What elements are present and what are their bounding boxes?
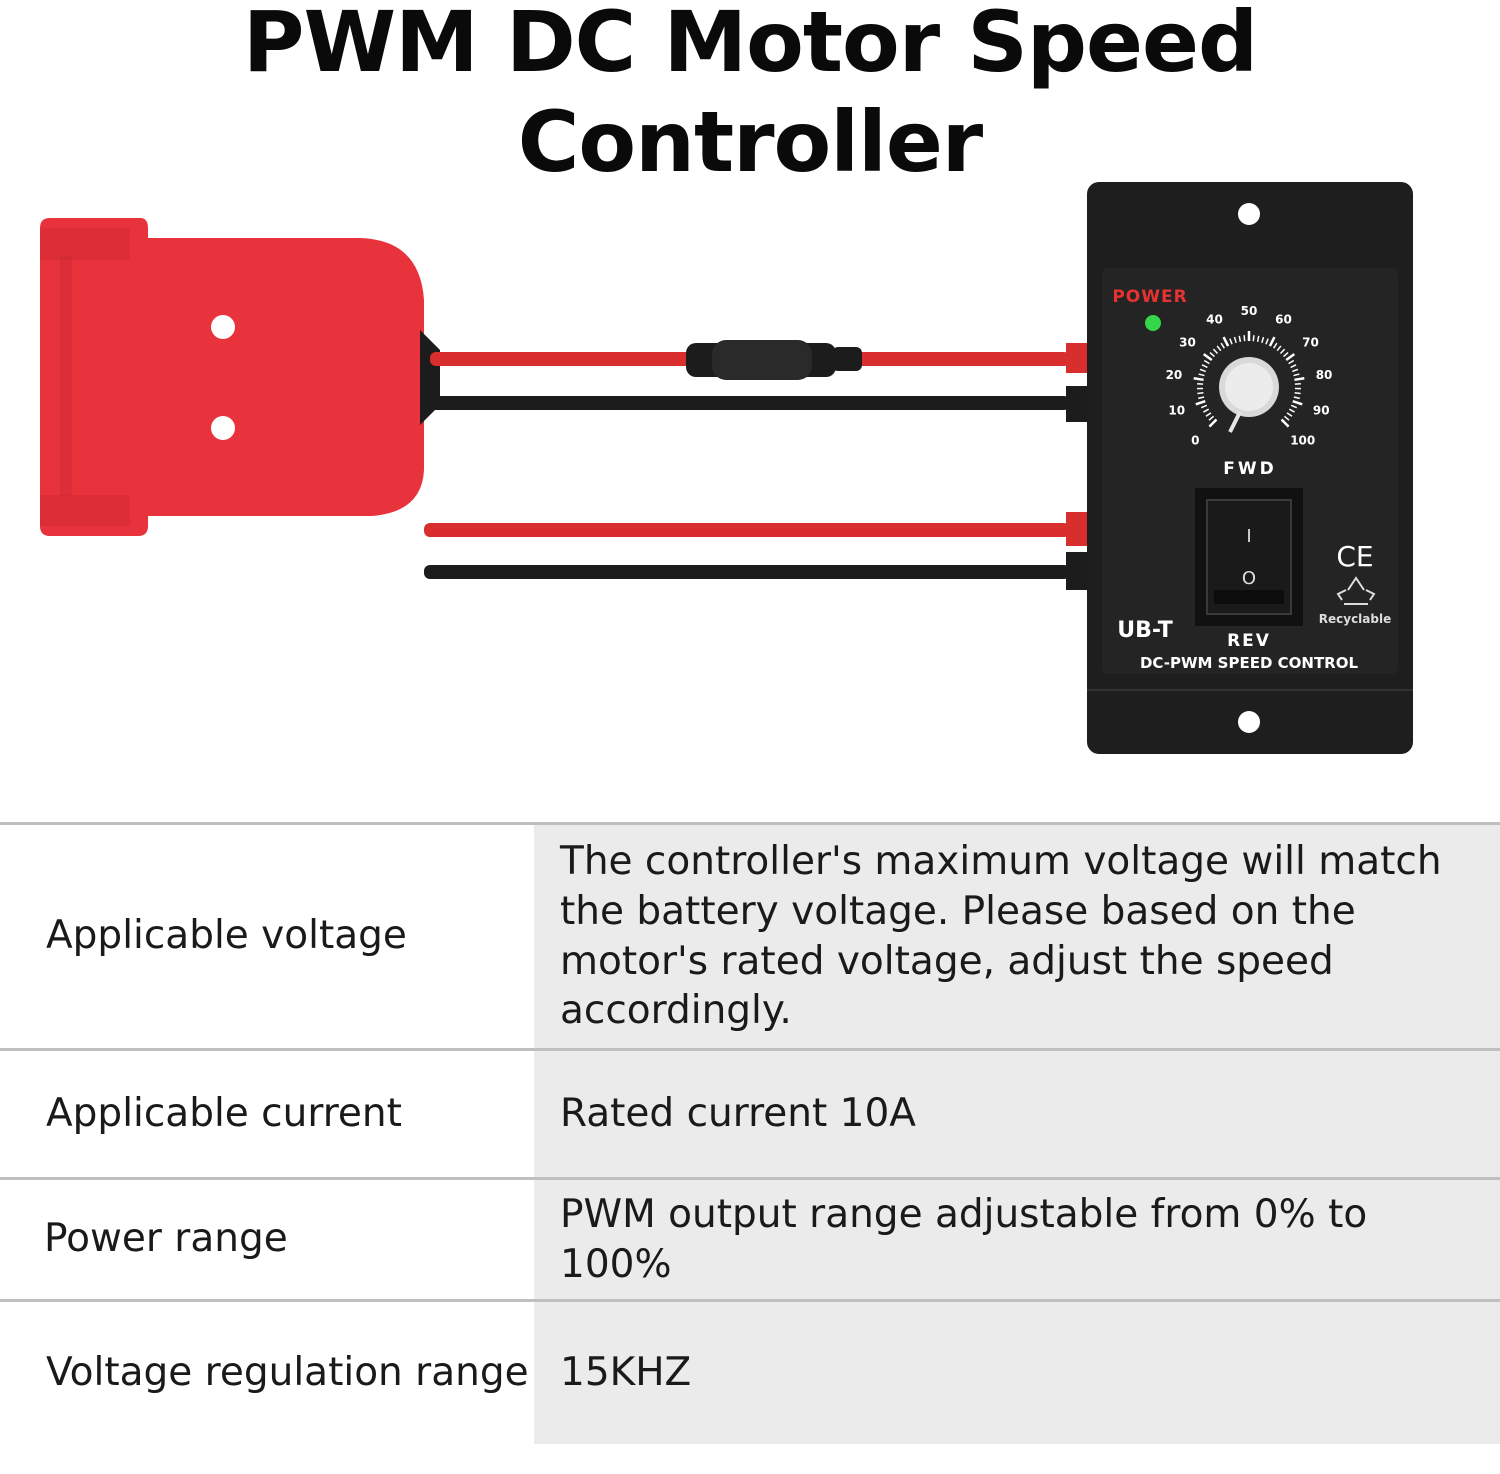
spec-label-cell: Applicable voltage	[0, 825, 534, 1048]
spec-label-cell: Applicable current	[0, 1051, 534, 1177]
screw-hole-icon	[1238, 711, 1260, 733]
fwd-label: FWD	[1223, 459, 1276, 479]
spec-value-cell: PWM output range adjustable from 0% to 1…	[534, 1180, 1500, 1299]
black-wire	[424, 565, 1070, 579]
dial-number: 30	[1179, 335, 1196, 349]
model-label: DC-PWM SPEED CONTROL	[1140, 654, 1359, 672]
brand-label: UB-T	[1117, 618, 1173, 643]
dial-number: 20	[1166, 368, 1183, 382]
dial-number: 80	[1316, 368, 1333, 382]
dial-number: 60	[1275, 312, 1292, 326]
power-label: POWER	[1112, 287, 1187, 307]
recyclable-label: Recyclable	[1319, 612, 1391, 626]
dial-number: 10	[1168, 403, 1185, 417]
dial-number: 70	[1302, 335, 1319, 349]
spec-label: Applicable voltage	[46, 825, 407, 1048]
dial-tick	[1244, 335, 1245, 341]
spec-value: 15KHZ	[560, 1302, 1490, 1474]
spec-label: Applicable current	[46, 1051, 402, 1185]
rev-label: REV	[1227, 631, 1271, 651]
ce-mark: CE	[1336, 540, 1373, 573]
dial-tick	[1197, 393, 1203, 394]
dial-number: 90	[1313, 403, 1330, 417]
dial-tick	[1295, 393, 1301, 394]
battery-adapter	[40, 218, 440, 536]
spec-label-cell: Voltage regulation range	[0, 1302, 534, 1444]
power-led-icon	[1145, 315, 1161, 331]
dial-tick	[1294, 378, 1304, 380]
spec-value: PWM output range adjustable from 0% to 1…	[560, 1180, 1490, 1299]
black-wire	[430, 396, 1070, 410]
dial-number: 0	[1191, 434, 1199, 448]
dial-number: 40	[1206, 312, 1223, 326]
red-wire	[424, 523, 1070, 537]
dial-tick	[1253, 335, 1254, 341]
table-row: Power range PWM output range adjustable …	[0, 1180, 1500, 1299]
mount-hole-icon	[211, 416, 235, 440]
switch-off-symbol: O	[1242, 568, 1256, 589]
spec-label-cell: Power range	[0, 1180, 534, 1299]
controller-panel: POWER 0 10 20 30 40 50 60 70 80 90 100 FWD I O CE	[1087, 182, 1413, 754]
mount-hole-icon	[211, 315, 235, 339]
screw-hole-icon	[1238, 203, 1260, 225]
spec-value: The controller's maximum voltage will ma…	[560, 825, 1490, 1048]
dial-tick	[1194, 378, 1204, 380]
spec-label: Voltage regulation range	[46, 1302, 529, 1474]
dial-number: 100	[1290, 434, 1315, 448]
table-row: Applicable voltage The controller's maxi…	[0, 825, 1500, 1048]
fuse-holder	[686, 340, 862, 380]
page-title: PWM DC Motor Speed Controller	[0, 0, 1500, 92]
direction-switch[interactable]: I O	[1195, 488, 1303, 626]
spec-table: Applicable voltage The controller's maxi…	[0, 822, 1500, 1444]
spec-value-cell: 15KHZ	[534, 1302, 1500, 1444]
spec-label: Power range	[44, 1180, 288, 1299]
spec-value-cell: The controller's maximum voltage will ma…	[534, 825, 1500, 1048]
switch-on-symbol: I	[1246, 526, 1251, 547]
product-illustration: POWER 0 10 20 30 40 50 60 70 80 90 100 FWD I O CE	[0, 170, 1500, 770]
spec-value-cell: Rated current 10A	[534, 1051, 1500, 1177]
table-row: Applicable current Rated current 10A	[0, 1051, 1500, 1177]
table-row: Voltage regulation range 15KHZ	[0, 1302, 1500, 1444]
dial-number: 50	[1241, 304, 1258, 318]
spec-value: Rated current 10A	[560, 1051, 1490, 1177]
